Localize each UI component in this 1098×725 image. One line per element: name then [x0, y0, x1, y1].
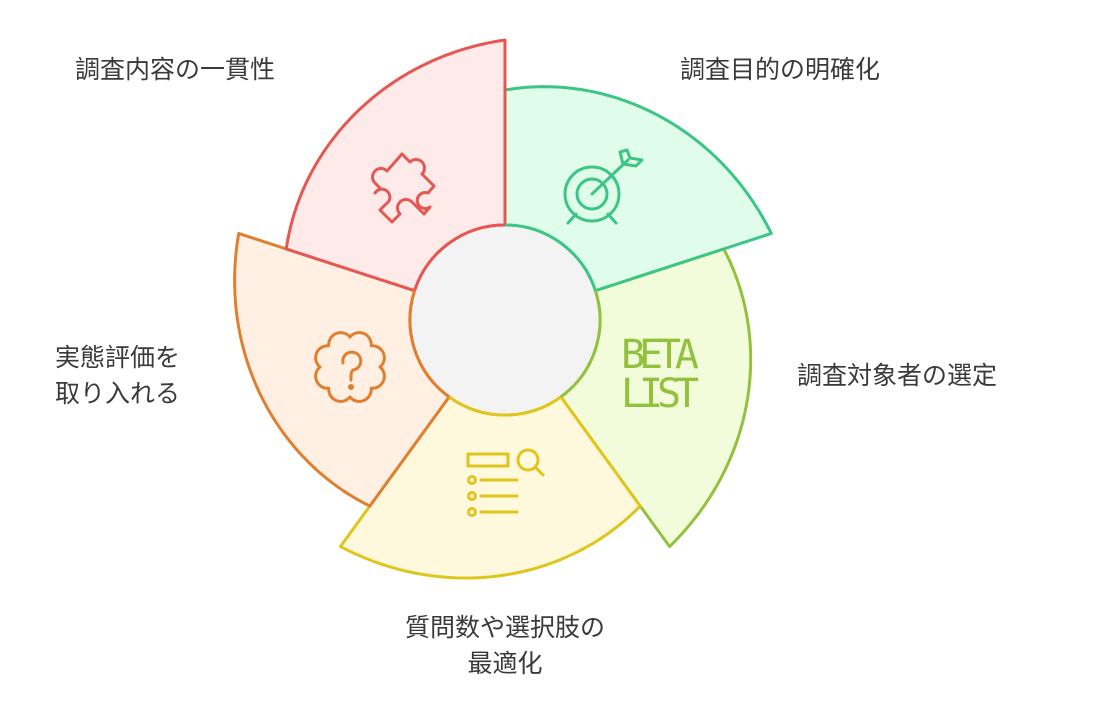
label-feedback-line1: 実態評価を — [55, 343, 181, 372]
svg-text:BETA: BETA — [621, 332, 699, 378]
puzzle-icon — [371, 152, 436, 224]
target-icon — [563, 148, 644, 225]
center-arc-feedback — [408, 290, 451, 399]
label-consistency: 調査内容の一貫性 — [75, 55, 276, 84]
label-feedback-line2: 取り入れる — [55, 379, 181, 408]
center-arc-consistency — [413, 223, 506, 292]
center-arc-purpose — [504, 223, 597, 292]
center-circle — [410, 225, 600, 415]
label-questions-line2: 最適化 — [467, 649, 543, 678]
label-questions: 質問数や選択肢の 最適化 — [370, 610, 640, 682]
list-search-icon — [466, 448, 545, 517]
label-audience: 調査対象者の選定 — [797, 361, 998, 390]
label-feedback: 実態評価を 取り入れる — [55, 340, 180, 412]
center-arc-audience — [559, 290, 602, 399]
svg-text:LIST: LIST — [621, 371, 699, 417]
center-arc-questions — [448, 395, 562, 417]
label-purpose: 調査目的の明確化 — [680, 55, 881, 84]
question-cloud-icon — [314, 331, 386, 403]
label-questions-line1: 質問数や選択肢の — [404, 613, 605, 642]
